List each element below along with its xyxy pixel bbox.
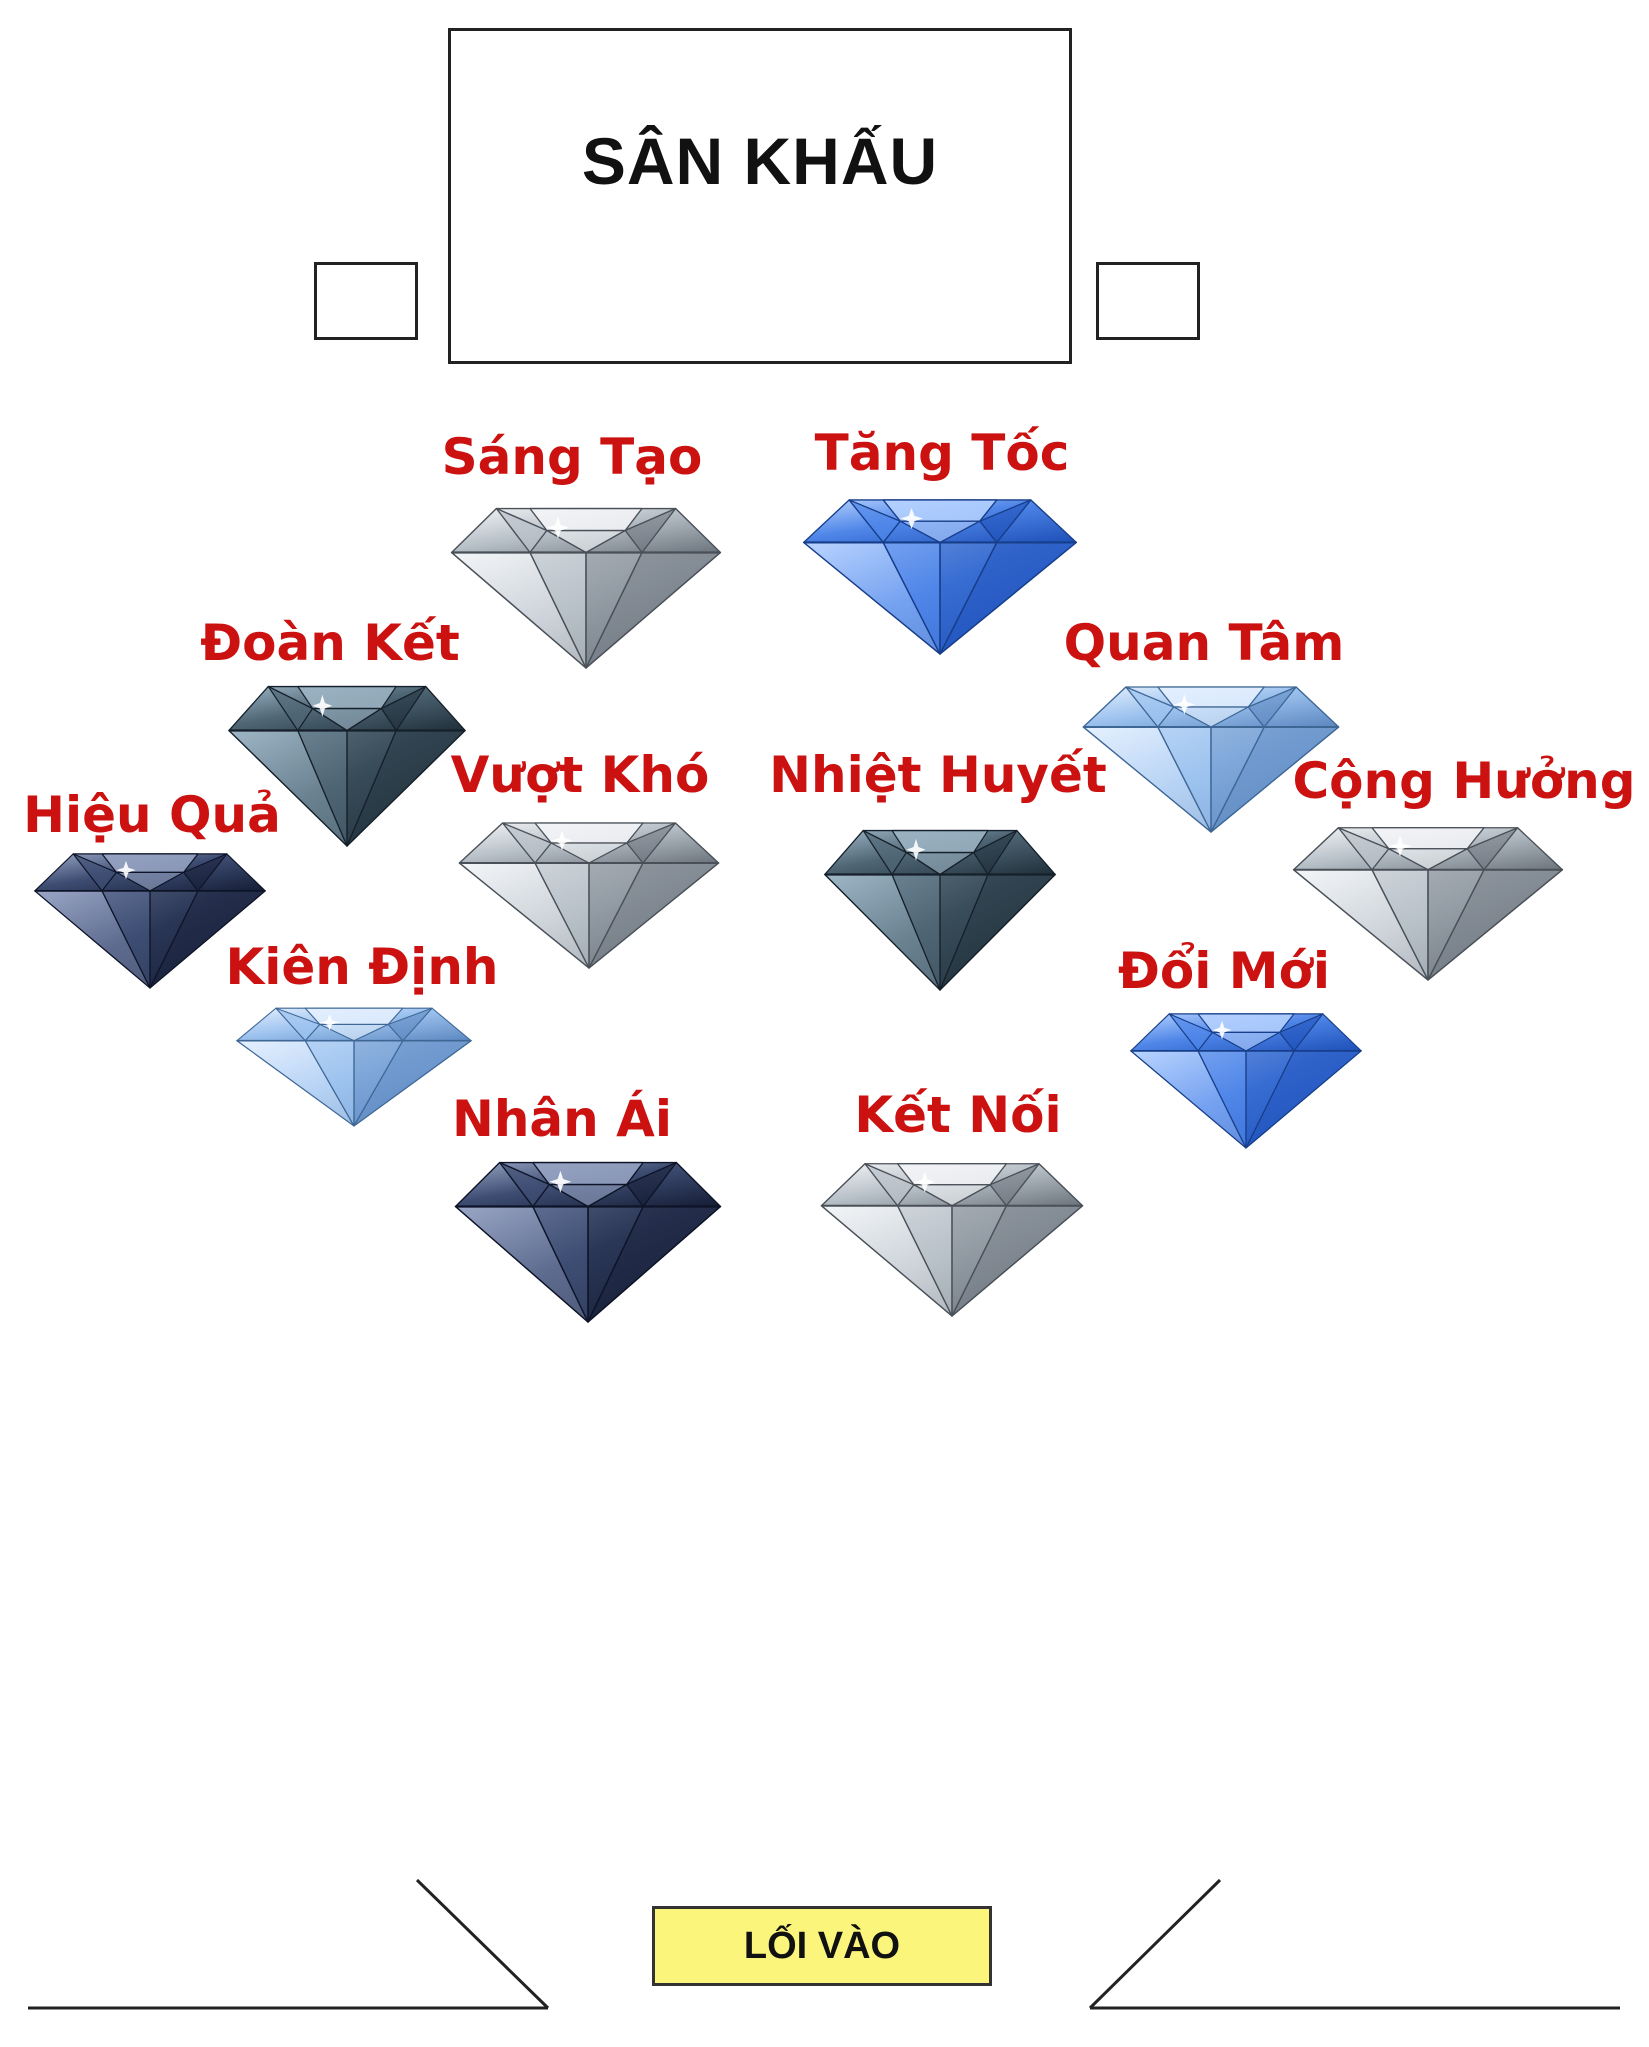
group-label-cong-huong: Cộng Hưởng <box>1292 752 1636 810</box>
left-speaker-box <box>314 262 418 340</box>
diamond-icon <box>1130 1013 1362 1149</box>
diamond-facet <box>115 871 185 892</box>
diamond-kien-dinh <box>232 996 476 1127</box>
diamond-facet <box>1173 706 1249 728</box>
diamond-icon <box>454 1161 722 1323</box>
diamond-icon <box>228 685 466 847</box>
sparkle-icon <box>1212 1020 1232 1040</box>
diamond-facet <box>1337 827 1390 871</box>
diamond-facet <box>913 1184 991 1207</box>
diamond-facet <box>498 1161 551 1208</box>
diamond-ket-noi <box>816 1148 1088 1317</box>
sparkle-icon <box>116 860 136 880</box>
diamond-facet <box>625 1161 678 1208</box>
group-label-hieu-qua: Hiệu Quả <box>23 786 281 844</box>
diamond-facet <box>550 842 628 864</box>
diamond-quan-tam <box>1078 672 1344 833</box>
stage-label: SÂN KHẤU <box>581 124 939 198</box>
diamond-facet <box>546 529 626 554</box>
diamond-facet <box>1466 827 1519 871</box>
diamond-facet <box>275 1007 321 1042</box>
diamond-facet <box>624 507 677 554</box>
left-angled-wall <box>415 1878 550 2010</box>
diamond-facet <box>319 1023 389 1042</box>
diamond-facet <box>183 853 228 892</box>
group-label-vuot-kho: Vượt Khó <box>450 746 710 804</box>
sparkle-icon <box>913 1171 936 1193</box>
diamond-facet <box>72 853 117 892</box>
diamond-doi-moi <box>1126 1000 1366 1149</box>
diamond-doan-ket <box>224 670 470 847</box>
sparkle-icon <box>312 694 333 717</box>
sparkle-icon <box>551 830 573 851</box>
diamond-icon <box>236 1007 472 1127</box>
diamond-facet <box>848 499 901 544</box>
group-label-sang-tao: Sáng Tạo <box>441 428 703 486</box>
entrance: LỐI VÀO <box>652 1906 992 1986</box>
diamond-icon <box>820 1163 1084 1317</box>
group-label-ket-noi: Kết Nối <box>854 1086 1062 1144</box>
diamond-facet <box>973 829 1018 876</box>
diamond-facet <box>501 822 552 864</box>
diamond-facet <box>979 499 1032 544</box>
sparkle-icon <box>319 1014 340 1031</box>
diamond-facet <box>1279 1013 1324 1052</box>
sparkle-icon <box>549 1170 572 1193</box>
diamond-icon <box>1082 686 1340 833</box>
sparkle-icon <box>900 507 923 530</box>
diamond-facet <box>626 822 677 864</box>
diamond-icon <box>458 822 720 969</box>
diamond-facet <box>387 1007 433 1042</box>
group-label-nhiet-huyet: Nhiệt Huyết <box>769 746 1107 804</box>
right-angled-wall <box>1088 1878 1222 2010</box>
group-label-kien-dinh: Kiên Định <box>225 938 499 996</box>
diamond-facet <box>1168 1013 1213 1052</box>
diamond-facet <box>1125 686 1175 728</box>
diamond-icon <box>1292 827 1564 981</box>
right-speaker-box <box>1096 262 1200 340</box>
diamond-facet <box>1388 848 1468 871</box>
diamond-facet <box>989 1163 1040 1207</box>
diamond-facet <box>1211 1031 1281 1052</box>
diamond-nhan-ai <box>450 1146 726 1323</box>
entrance-label: LỐI VÀO <box>743 1924 901 1967</box>
group-label-tang-toc: Tăng Tốc <box>814 424 1070 482</box>
diamond-icon <box>450 507 722 669</box>
diamond-facet <box>864 1163 915 1207</box>
diamond-facet <box>905 851 975 876</box>
diamond-facet <box>899 520 981 544</box>
diamond-icon <box>34 853 266 989</box>
group-label-quan-tam: Quan Tâm <box>1063 614 1345 672</box>
diamond-hieu-qua <box>30 840 270 989</box>
diamond-sang-tao <box>446 492 726 669</box>
sparkle-icon <box>906 838 926 861</box>
diamond-facet <box>495 507 548 554</box>
diamond-facet <box>548 1183 628 1208</box>
sparkle-icon <box>546 516 570 539</box>
diamond-facet <box>380 685 427 732</box>
diamond-icon <box>802 499 1078 655</box>
diamond-facet <box>862 829 907 876</box>
diamond-icon <box>824 829 1056 991</box>
diamond-cong-huong <box>1288 812 1568 981</box>
diamond-nhiet-huyet <box>820 814 1060 991</box>
diamond-tang-toc <box>798 484 1082 655</box>
sparkle-icon <box>1388 835 1412 857</box>
group-label-doan-ket: Đoàn Kết <box>200 614 460 672</box>
group-label-doi-moi: Đổi Mới <box>1117 942 1331 1000</box>
diamond-vuot-kho <box>454 808 724 969</box>
stage: SÂN KHẤU <box>448 28 1072 364</box>
diamond-facet <box>311 707 383 732</box>
diamond-facet <box>267 685 314 732</box>
group-label-nhan-ai: Nhân Ái <box>451 1090 673 1148</box>
sparkle-icon <box>1173 694 1196 715</box>
diamond-facet <box>1247 686 1297 728</box>
